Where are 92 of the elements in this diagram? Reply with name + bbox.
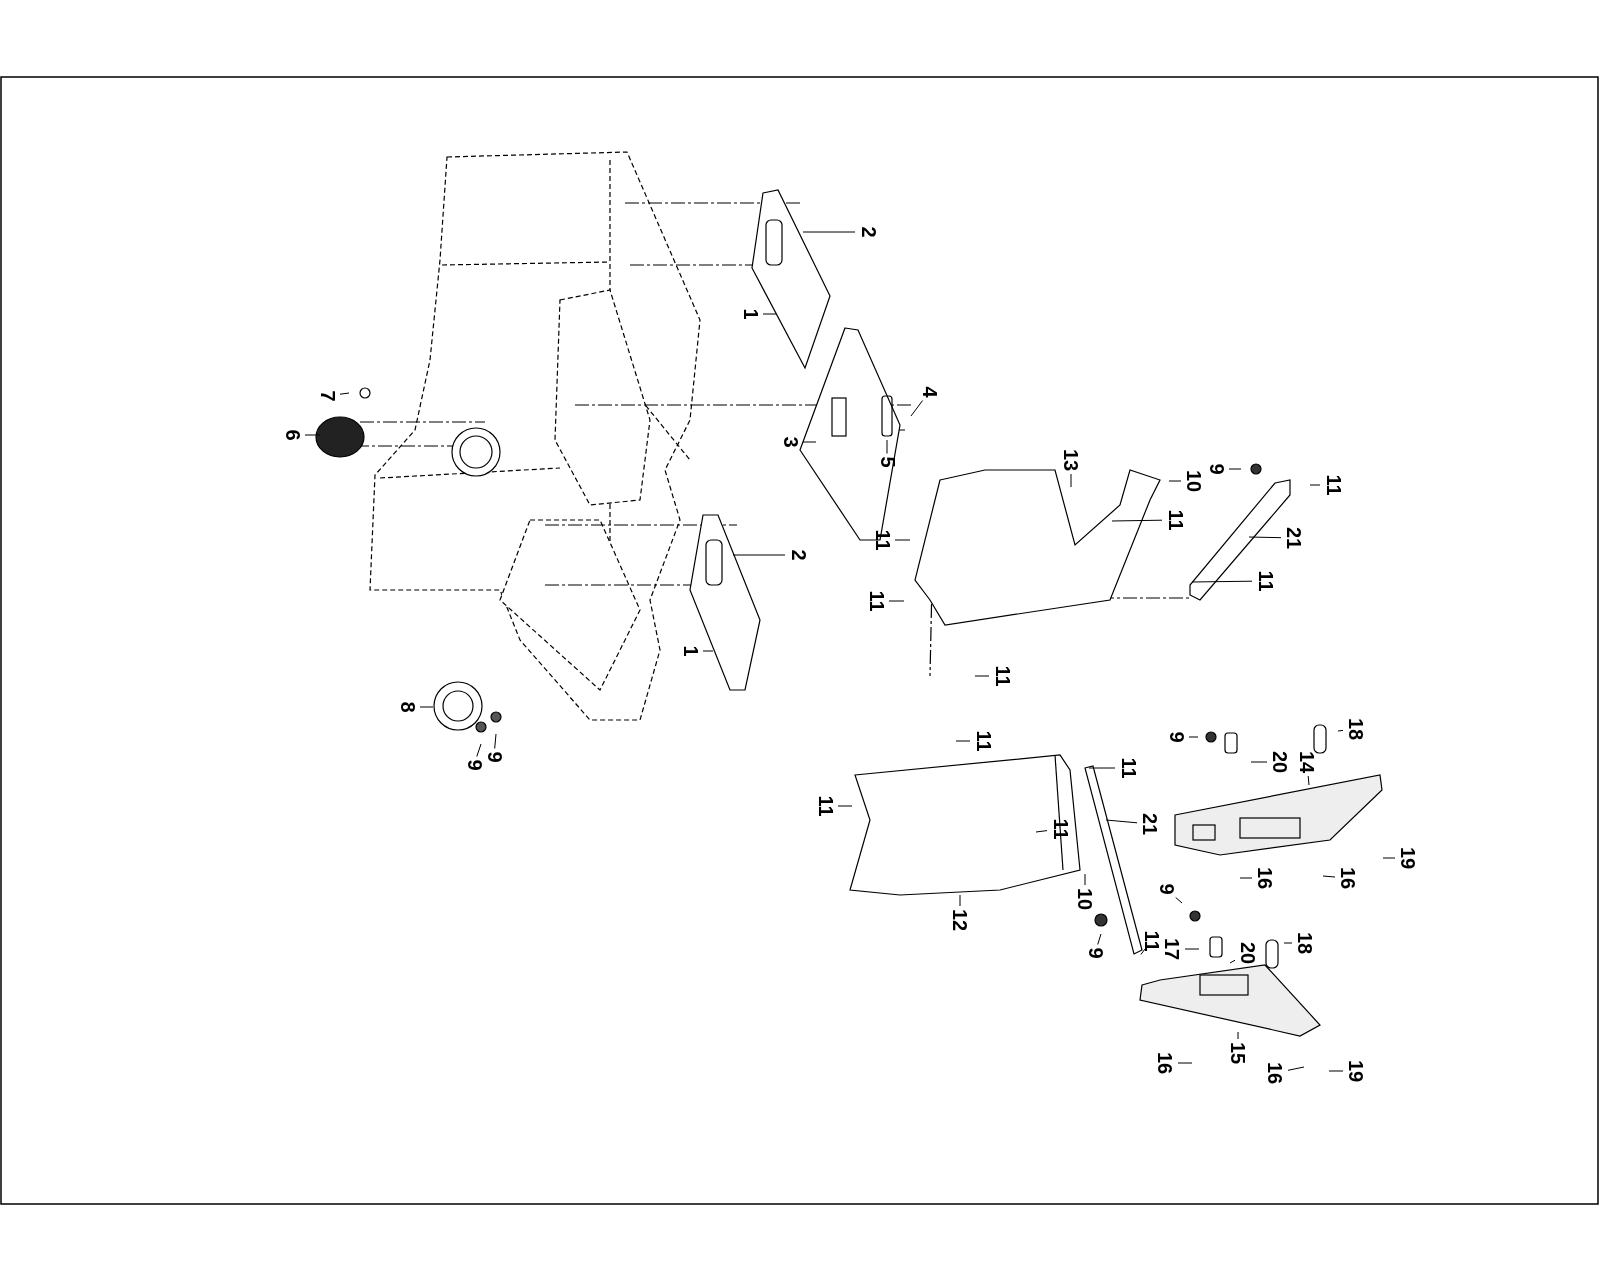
leader-line	[1084, 873, 1086, 886]
leader-line	[1088, 767, 1116, 769]
callout-number: 19	[1346, 1059, 1367, 1083]
leader-line	[888, 600, 905, 602]
leader-line	[1228, 468, 1242, 470]
callout-number: 13	[1061, 448, 1082, 472]
callout-number: 20	[1238, 941, 1259, 965]
leader-line	[1337, 729, 1344, 732]
leader-line	[476, 743, 482, 757]
leader-line	[802, 231, 856, 233]
leader-line	[886, 439, 888, 454]
callout-number: 2	[788, 549, 809, 561]
callout-number: 11	[1141, 930, 1162, 952]
leader-line	[955, 740, 971, 742]
callout-number: 18	[1295, 931, 1316, 955]
callout-number: 5	[877, 456, 898, 468]
callout-number: 18	[1346, 717, 1367, 741]
callout-number: 9	[1156, 883, 1177, 895]
leader-line	[419, 706, 434, 708]
leader-line	[1175, 897, 1183, 904]
leader-line	[1328, 1070, 1344, 1072]
leader-line	[732, 554, 786, 556]
leader-line	[1229, 959, 1236, 964]
leader-line	[494, 733, 497, 749]
callout-number: 9	[1206, 463, 1227, 475]
leader-line	[1140, 948, 1146, 955]
callout-number: 9	[1166, 731, 1187, 743]
callout-number: 14	[1297, 750, 1318, 774]
callout-number: 11	[1050, 818, 1071, 840]
callout-number: 20	[1270, 750, 1291, 774]
leader-line	[959, 894, 961, 907]
callout-number: 21	[1140, 812, 1161, 836]
leader-line	[1239, 877, 1253, 879]
callout-number: 12	[950, 908, 971, 932]
callout-number: 3	[780, 436, 801, 448]
callout-number: 11	[973, 730, 994, 752]
leader-line	[1070, 473, 1072, 488]
callout-number: 16	[1265, 1061, 1286, 1085]
leader-line	[304, 434, 321, 436]
leader-line	[894, 539, 911, 541]
leader-line	[1191, 580, 1253, 583]
leader-line	[1248, 536, 1282, 539]
callout-number: 9	[1085, 947, 1106, 959]
callout-number: 4	[919, 386, 940, 398]
callout-number: 10	[1184, 469, 1205, 493]
leader-line	[1177, 1062, 1193, 1064]
leader-line	[762, 313, 777, 315]
callout-number: 11	[1323, 474, 1344, 496]
leader-line	[1188, 736, 1199, 738]
leader-line	[1105, 819, 1138, 824]
callout-number: 17	[1162, 937, 1183, 961]
leader-line	[1287, 1066, 1305, 1071]
leader-line	[1307, 775, 1310, 786]
leader-line	[702, 650, 714, 652]
leader-line	[1237, 1031, 1239, 1040]
callout-number: 1	[680, 645, 701, 657]
leader-line	[1097, 933, 1102, 945]
callout-number: 19	[1398, 846, 1419, 870]
callout-number: 11	[872, 529, 893, 551]
callout-number: 6	[282, 429, 303, 441]
callout-number: 16	[1255, 866, 1276, 890]
leader-line	[1250, 761, 1268, 763]
callout-number: 21	[1284, 526, 1305, 550]
leader-line	[1168, 480, 1182, 482]
leader-line	[1309, 484, 1321, 486]
leader-line	[1283, 942, 1293, 944]
callout-number: 11	[992, 665, 1013, 687]
callout-number: 16	[1338, 866, 1359, 890]
callout-number: 8	[397, 701, 418, 713]
callout-number: 11	[1255, 570, 1276, 592]
callout-number: 16	[1155, 1051, 1176, 1075]
leader-line	[1035, 830, 1048, 833]
leader-line	[1184, 948, 1200, 950]
callout-number: 9	[484, 751, 505, 763]
callout-number: 10	[1075, 887, 1096, 911]
leader-line	[974, 675, 990, 677]
callout-number: 11	[815, 795, 836, 817]
leader-line	[339, 392, 350, 395]
callout-number: 15	[1228, 1041, 1249, 1065]
callout-number: 11	[1165, 509, 1186, 531]
leader-line	[1382, 857, 1396, 859]
leader-line	[1322, 875, 1336, 878]
callout-number: 9	[464, 759, 485, 771]
leader-line	[910, 400, 924, 417]
callout-number: 7	[317, 390, 338, 402]
callout-number: 11	[1118, 757, 1139, 779]
leader-line	[837, 805, 853, 807]
callout-number: 2	[858, 226, 879, 238]
callout-number: 11	[866, 590, 887, 612]
leader-line	[802, 441, 817, 443]
callout-number: 1	[740, 308, 761, 320]
leader-line	[1111, 519, 1163, 522]
